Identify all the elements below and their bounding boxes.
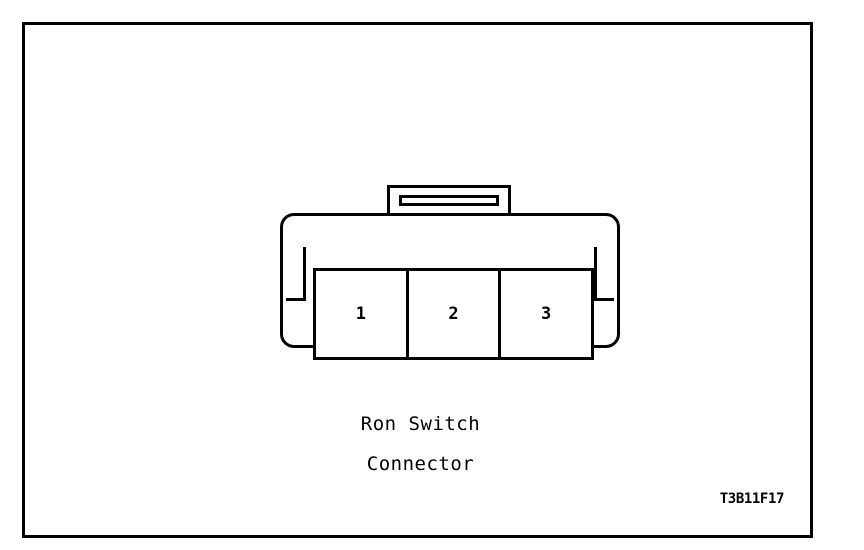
connector-housing: 1 2 3 (280, 213, 620, 360)
pin-number-2: 2 (448, 303, 459, 324)
connector-latch-bar (399, 195, 499, 206)
caption-line-secondary: Connector (366, 453, 475, 475)
pin-number-3: 3 (541, 303, 552, 324)
caption-line-primary: Ron Switch (360, 413, 481, 435)
connector-notch-right (594, 247, 614, 301)
connector-illustration: 1 2 3 (280, 185, 620, 360)
figure-caption: Ron Switch Connector (25, 415, 816, 474)
connector-notch-left (286, 247, 306, 301)
connector-cavity-2: 2 (408, 271, 502, 357)
connector-cavity-1: 1 (316, 271, 409, 357)
connector-cavity-3: 3 (501, 271, 592, 357)
pin-number-1: 1 (355, 303, 366, 324)
figure-reference-code: T3B11F17 (719, 491, 785, 507)
figure-border-frame: 1 2 3 Ron Switch Connector T3B11F17 (22, 22, 813, 538)
connector-terminal-cavities: 1 2 3 (313, 268, 594, 360)
